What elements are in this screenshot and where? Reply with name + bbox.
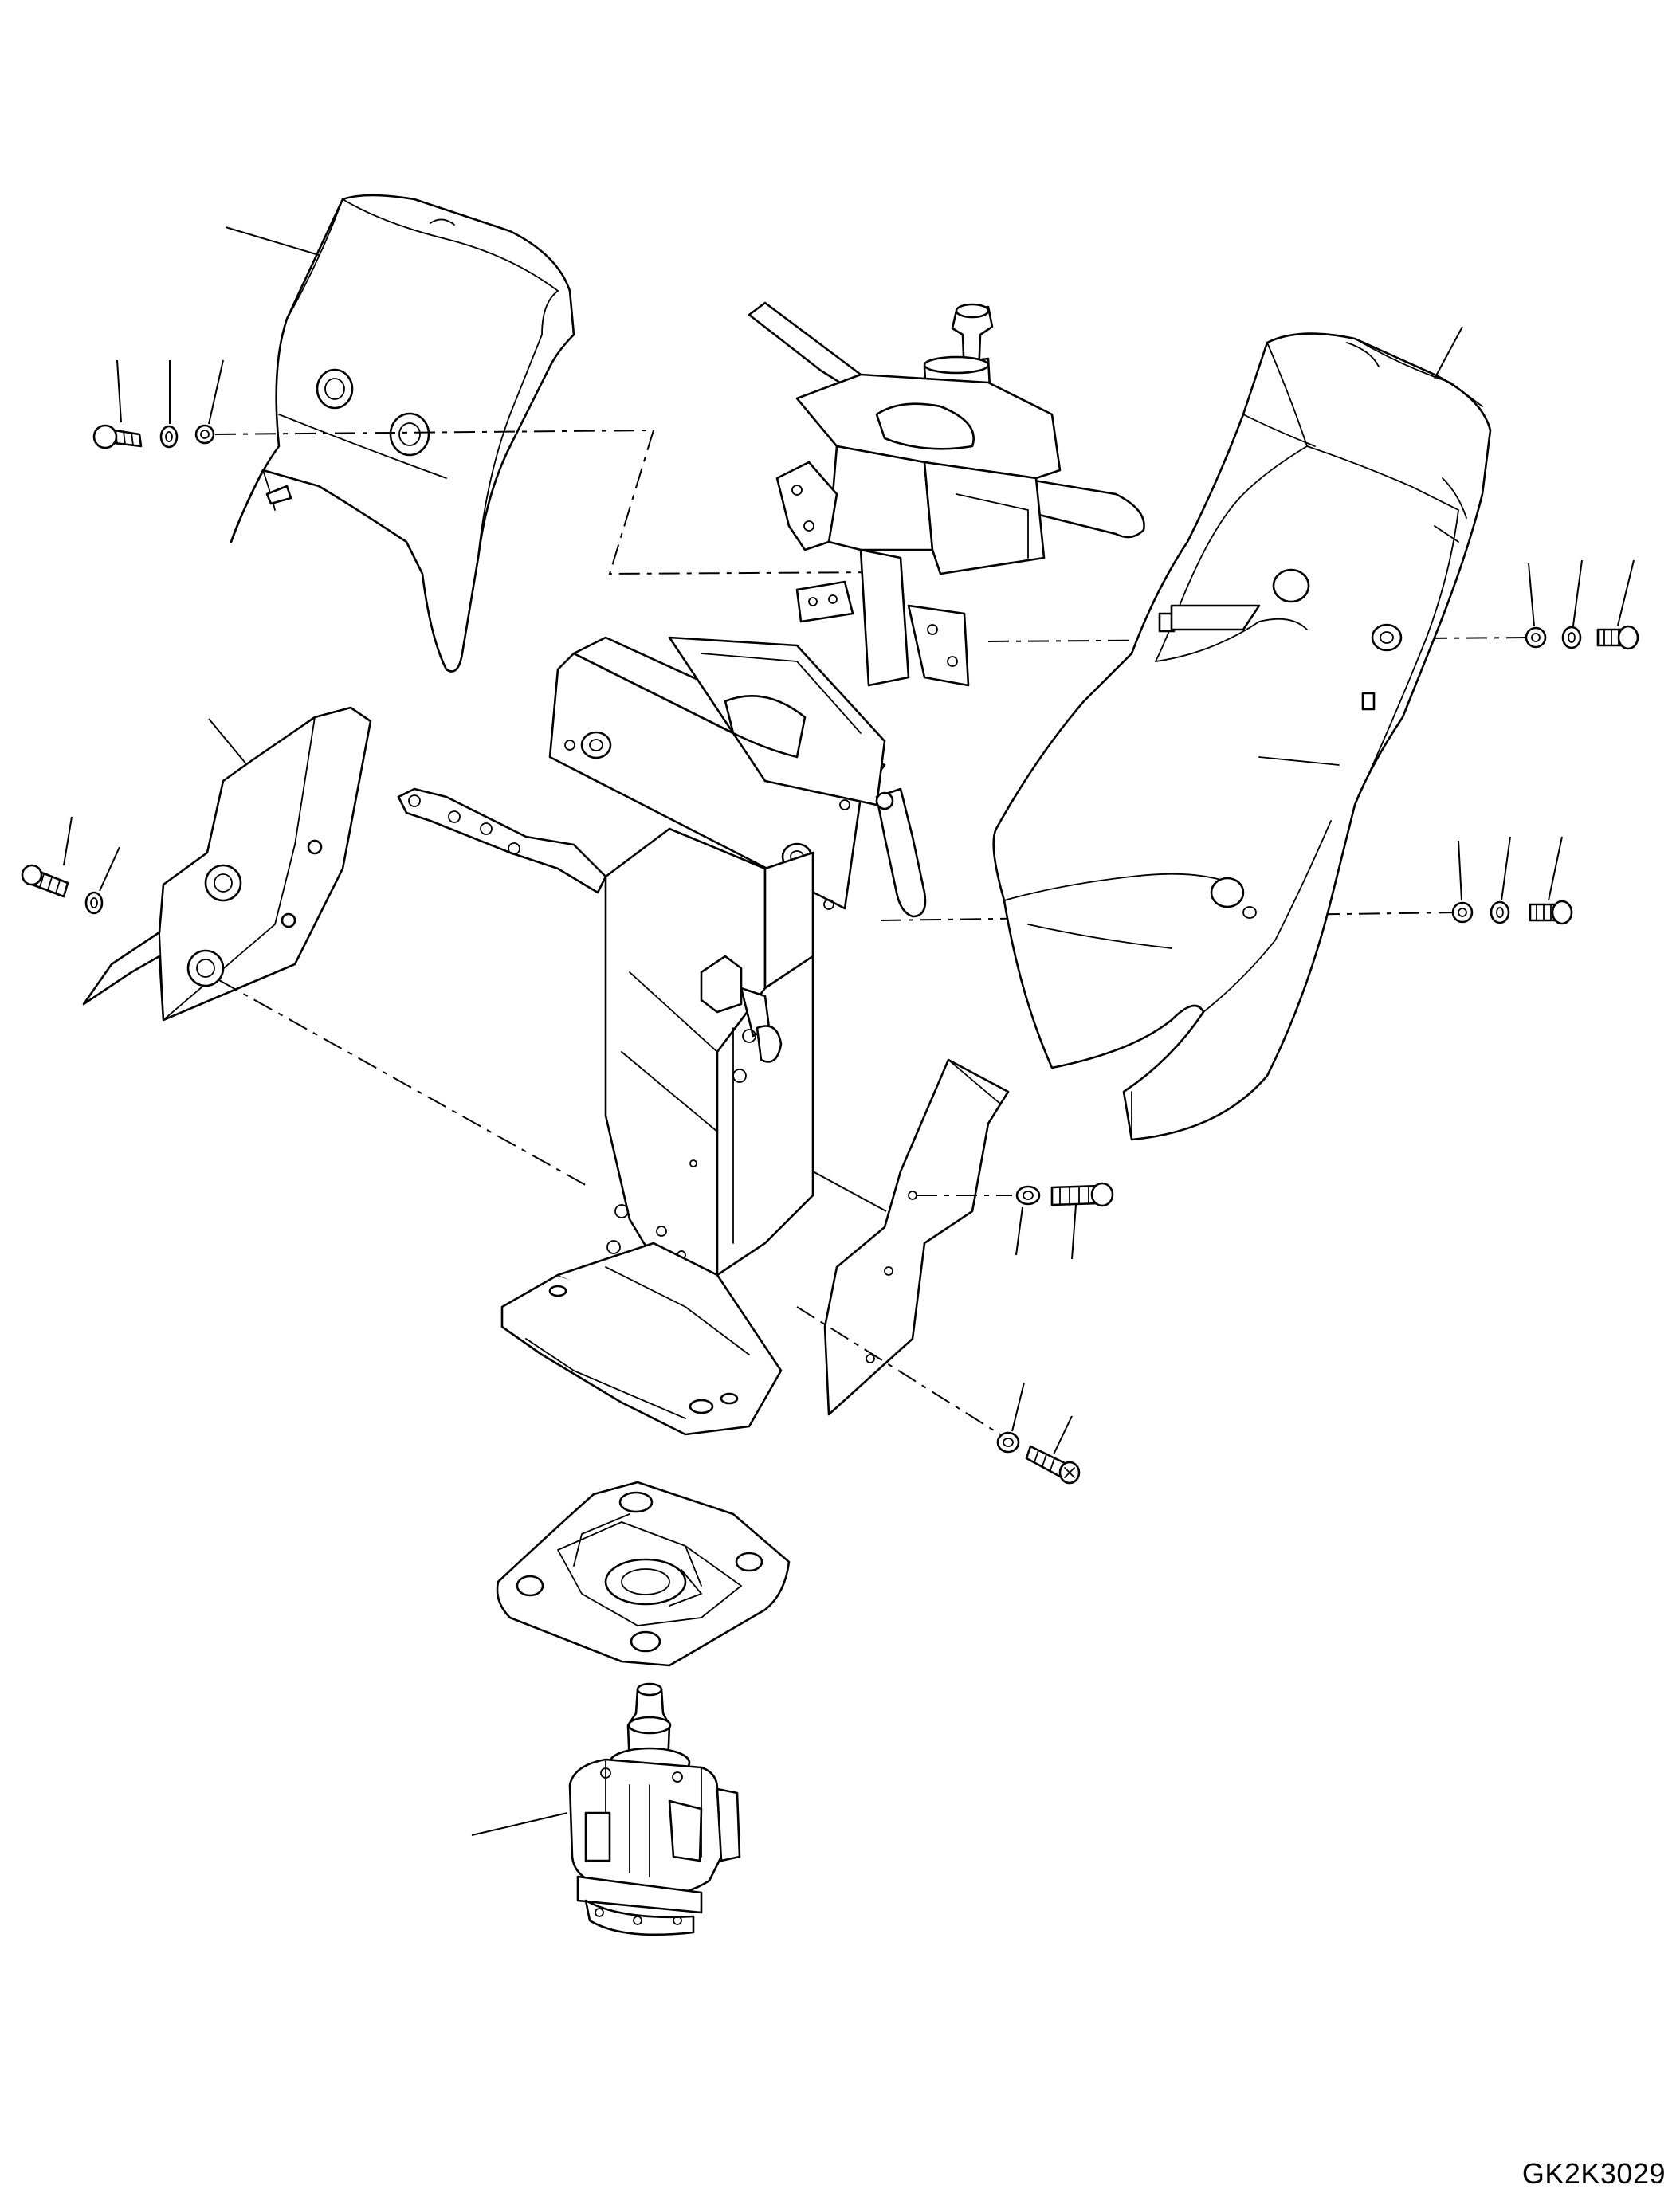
right-lower-plate (823, 1058, 1010, 1416)
leader-line (1071, 1204, 1077, 1260)
leader-line (1434, 326, 1463, 379)
leader-line (1528, 563, 1535, 627)
leader-line (812, 1171, 887, 1212)
floor-boot (496, 1481, 791, 1667)
diagram-code: GK2K3029 (1521, 2157, 1666, 2190)
upper-cover-fasteners (92, 424, 215, 449)
leader-line (1011, 1382, 1025, 1432)
right-cover-upper-fasteners (1525, 625, 1639, 650)
steering-column-assembly (397, 301, 1145, 1436)
leader-line (208, 359, 224, 425)
right-plate-lower-fasteners (996, 1431, 1081, 1485)
leader-line (99, 846, 120, 892)
leader-line (1458, 840, 1462, 901)
right-cover-lower-fasteners (1451, 900, 1573, 925)
alignment-line (796, 1306, 1001, 1435)
leader-line (1572, 559, 1583, 626)
left-plate-fasteners (21, 864, 104, 915)
steering-valve (568, 1682, 741, 1936)
leader-line (1501, 836, 1511, 901)
leader-line (1548, 836, 1563, 901)
leader-line (1053, 1415, 1073, 1455)
leader-line (225, 226, 320, 256)
leader-line (116, 359, 122, 423)
alignment-line (218, 979, 591, 1188)
leader-line (1617, 559, 1635, 626)
right-plate-upper-fasteners (1015, 1182, 1114, 1207)
leader-line (208, 718, 248, 766)
right-column-cover (992, 332, 1492, 1141)
leader-line (1015, 1206, 1023, 1256)
left-side-plate (82, 706, 372, 1022)
alignment-line (214, 429, 889, 575)
leader-line (63, 816, 73, 866)
leader-line (471, 1812, 568, 1836)
